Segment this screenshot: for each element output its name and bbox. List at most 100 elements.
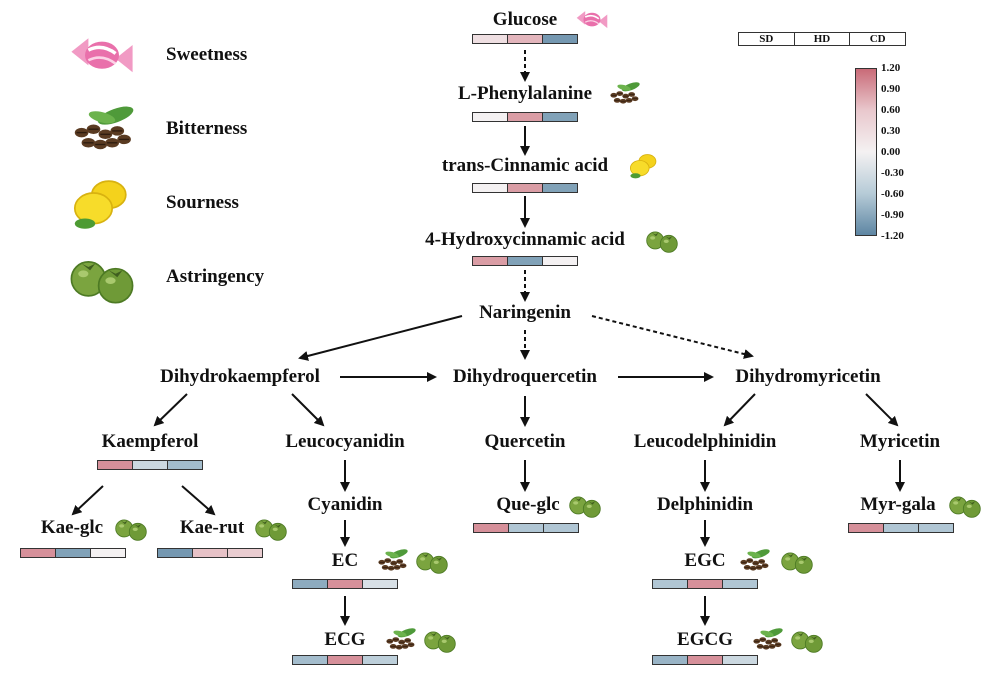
persimmon-icon — [568, 491, 602, 523]
legend-label: Sweetness — [166, 44, 248, 65]
heatmap-cell — [919, 524, 953, 532]
heatmap-strip-egc — [652, 579, 758, 589]
heatmap-cell — [473, 113, 508, 121]
node-myr: Myricetin — [859, 431, 941, 452]
arrow-dhk-to-leuc — [291, 393, 325, 427]
heatmap-strip-ec — [292, 579, 398, 589]
node-egcg: EGCG — [677, 629, 733, 650]
legend-label: Bitterness — [166, 118, 248, 139]
colorbar-tick-label: 0.60 — [881, 104, 901, 116]
heatmap-cell — [884, 524, 919, 532]
heatmap-cell — [543, 184, 577, 192]
heatmap-cell — [91, 549, 125, 557]
node-dhm: Dihydromyricetin — [735, 366, 881, 387]
candy-icon — [68, 28, 136, 87]
heatmap-strip-kaerut — [157, 548, 263, 558]
persimmon-icon — [948, 491, 982, 523]
heatmap-cell — [508, 257, 543, 265]
persimmon-icon — [423, 626, 457, 658]
node-phe: L-Phenylalanine — [457, 83, 593, 104]
heatmap-strip-ecg — [292, 655, 398, 665]
heatmap-cell — [723, 656, 757, 664]
heatmap-cell — [508, 113, 543, 121]
heatmap-strip-egcg — [652, 655, 758, 665]
heatmap-column-label: CD — [869, 33, 886, 45]
heatmap-cell — [543, 113, 577, 121]
arrow-nar-to-dhk — [298, 315, 463, 361]
arrow-dhk-to-kae — [153, 393, 188, 427]
heatmap-cell — [228, 549, 262, 557]
node-leud: Leucodelphinidin — [633, 431, 777, 452]
heatmap-cell — [653, 580, 688, 588]
node-cinn: trans-Cinnamic acid — [441, 155, 609, 176]
node-queglc: Que-glc — [496, 494, 560, 515]
heatmap-cell — [168, 461, 202, 469]
heatmap-cell — [133, 461, 168, 469]
heatmap-strip-myrgala — [848, 523, 954, 533]
heatmap-cell — [509, 524, 544, 532]
persimmon-icon — [780, 547, 814, 579]
node-que: Quercetin — [484, 431, 566, 452]
heatmap-cell — [193, 549, 228, 557]
heatmap-cell — [473, 257, 508, 265]
heatmap-strip-cinn — [472, 183, 578, 193]
node-egc: EGC — [684, 550, 726, 571]
heatmap-cell — [508, 35, 543, 43]
colorbar-tick-label: 1.20 — [881, 62, 901, 74]
heatmap-cell — [653, 656, 688, 664]
persimmon-icon — [790, 626, 824, 658]
node-kae: Kaempferol — [101, 431, 199, 452]
heatmap-cell — [688, 580, 723, 588]
coffee-beans-icon — [375, 547, 409, 578]
colorbar — [855, 68, 877, 236]
heatmap-cell — [328, 580, 363, 588]
persimmon-icon — [114, 514, 148, 546]
node-glucose: Glucose — [492, 9, 558, 30]
heatmap-column-label: SD — [739, 33, 795, 45]
node-cyan: Cyanidin — [307, 494, 383, 515]
heatmap-cell — [328, 656, 363, 664]
colorbar-tick-label: -0.90 — [881, 209, 904, 221]
lemon-icon — [627, 152, 661, 184]
persimmon-icon — [415, 547, 449, 579]
colorbar-tick-label: 0.30 — [881, 125, 901, 137]
persimmon-icon — [68, 250, 136, 309]
heatmap-cell — [473, 35, 508, 43]
heatmap-strip-kaeglc — [20, 548, 126, 558]
node-leuc: Leucocyanidin — [285, 431, 405, 452]
coffee-beans-icon — [737, 547, 771, 578]
arrow-nar-to-dhm — [591, 315, 754, 359]
node-delph: Delphinidin — [656, 494, 754, 515]
heatmap-cell — [56, 549, 91, 557]
legend-label: Astringency — [166, 266, 265, 287]
heatmap-cell — [363, 656, 397, 664]
heatmap-cell — [849, 524, 884, 532]
colorbar-tick-label: 0.00 — [881, 146, 901, 158]
heatmap-cell — [98, 461, 133, 469]
colorbar-tick-label: -1.20 — [881, 230, 904, 242]
heatmap-cell — [363, 580, 397, 588]
node-ec: EC — [331, 550, 359, 571]
candy-icon — [575, 6, 609, 38]
node-hcinn: 4-Hydroxycinnamic acid — [425, 229, 625, 250]
heatmap-cell — [21, 549, 56, 557]
heatmap-strip-phe — [472, 112, 578, 122]
arrow-dhm-to-myr — [865, 393, 899, 427]
node-dhq: Dihydroquercetin — [453, 366, 597, 387]
heatmap-cell — [723, 580, 757, 588]
colorbar-tick-label: -0.30 — [881, 167, 904, 179]
node-myrgala: Myr-gala — [860, 494, 936, 515]
colorbar-tick-label: 0.90 — [881, 83, 901, 95]
persimmon-icon — [254, 514, 288, 546]
legend-label: Sourness — [166, 192, 239, 213]
heatmap-strip-kae — [97, 460, 203, 470]
node-ecg: ECG — [324, 629, 366, 650]
node-dhk: Dihydrokaempferol — [160, 366, 320, 387]
heatmap-cell — [543, 257, 577, 265]
coffee-beans-icon — [607, 80, 641, 111]
node-kaeglc: Kae-glc — [40, 517, 104, 538]
heatmap-cell — [543, 35, 577, 43]
